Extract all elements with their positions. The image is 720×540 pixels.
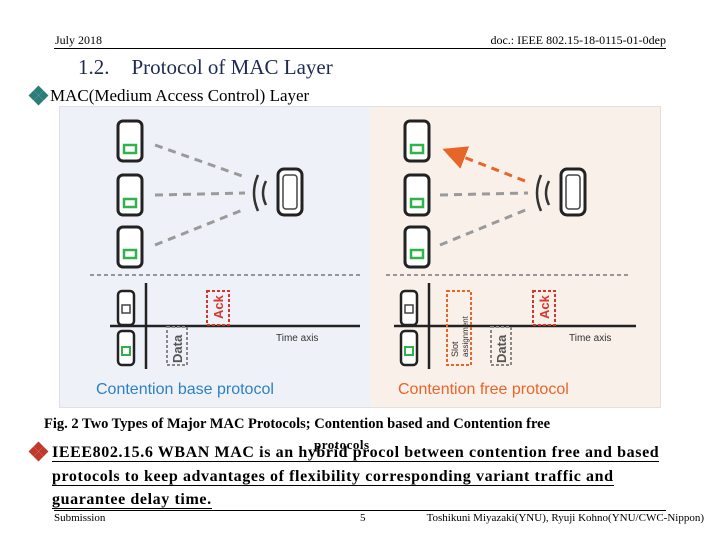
right-wave-icon [535,174,551,212]
section-number: 1.2. [78,55,110,79]
left-panel-background [60,107,370,407]
bullet-wban-mac: IEEE802.15.6 WBAN MAC is an hybrid proco… [52,441,672,512]
right-dashed-arrows [439,146,529,247]
right-device-2 [403,173,431,217]
right-assignment-label: assignment [461,315,470,357]
footer-page-number: 5 [360,512,366,524]
right-device-1 [403,119,431,163]
left-panel-title: Contention base protocol [96,381,274,398]
footer-authors: Toshikuni Miyazaki(YNU), Ryuji Kohno(YNU… [426,512,704,524]
left-device-3 [116,225,144,269]
footer-rule [54,510,666,511]
right-data-label: Data [494,334,509,363]
header-doc-id: doc.: IEEE 802.15-18-0115-01-0dep [490,33,666,47]
mac-protocol-figure: Ack Data Time axis Contention base proto… [59,106,661,408]
right-time-axis-label: Time axis [569,333,611,344]
left-wave-icon [252,174,268,212]
left-data-label: Data [170,334,185,363]
left-time-axis-label: Time axis [276,333,318,344]
left-device-1 [116,119,144,163]
right-device-3 [403,225,431,269]
right-slot-label: Slot [450,341,460,357]
right-timeline [394,283,636,369]
slide-title: 1.2. Protocol of MAC Layer [78,55,333,80]
bullet-wban-mac-text: IEEE802.15.6 WBAN MAC is an hybrid proco… [52,444,660,509]
right-panel-title: Contention free protocol [398,381,569,398]
bullet-mac-layer: MAC(Medium Access Control) Layer [50,86,310,105]
bullet-diamond-icon [28,85,49,106]
left-timeline [110,283,360,369]
figure-caption: Fig. 2 Two Types of Major MAC Protocols;… [44,416,551,432]
figure-caption-wrap: protocols [314,437,370,452]
left-ack-label: Ack [211,294,226,319]
right-coordinator [559,167,587,217]
right-ack-label: Ack [537,294,552,319]
left-coordinator [276,167,304,217]
left-dashed-arrows [154,143,246,247]
footer-submission: Submission [54,512,106,524]
header-date: July 2018 [55,33,103,47]
header-rule [54,48,666,49]
figure-drawing: Ack Data Time axis Contention base proto… [90,119,636,398]
bullet-diamond-icon [28,441,49,462]
title-text: Protocol of MAC Layer [131,55,333,79]
left-device-2 [116,173,144,217]
